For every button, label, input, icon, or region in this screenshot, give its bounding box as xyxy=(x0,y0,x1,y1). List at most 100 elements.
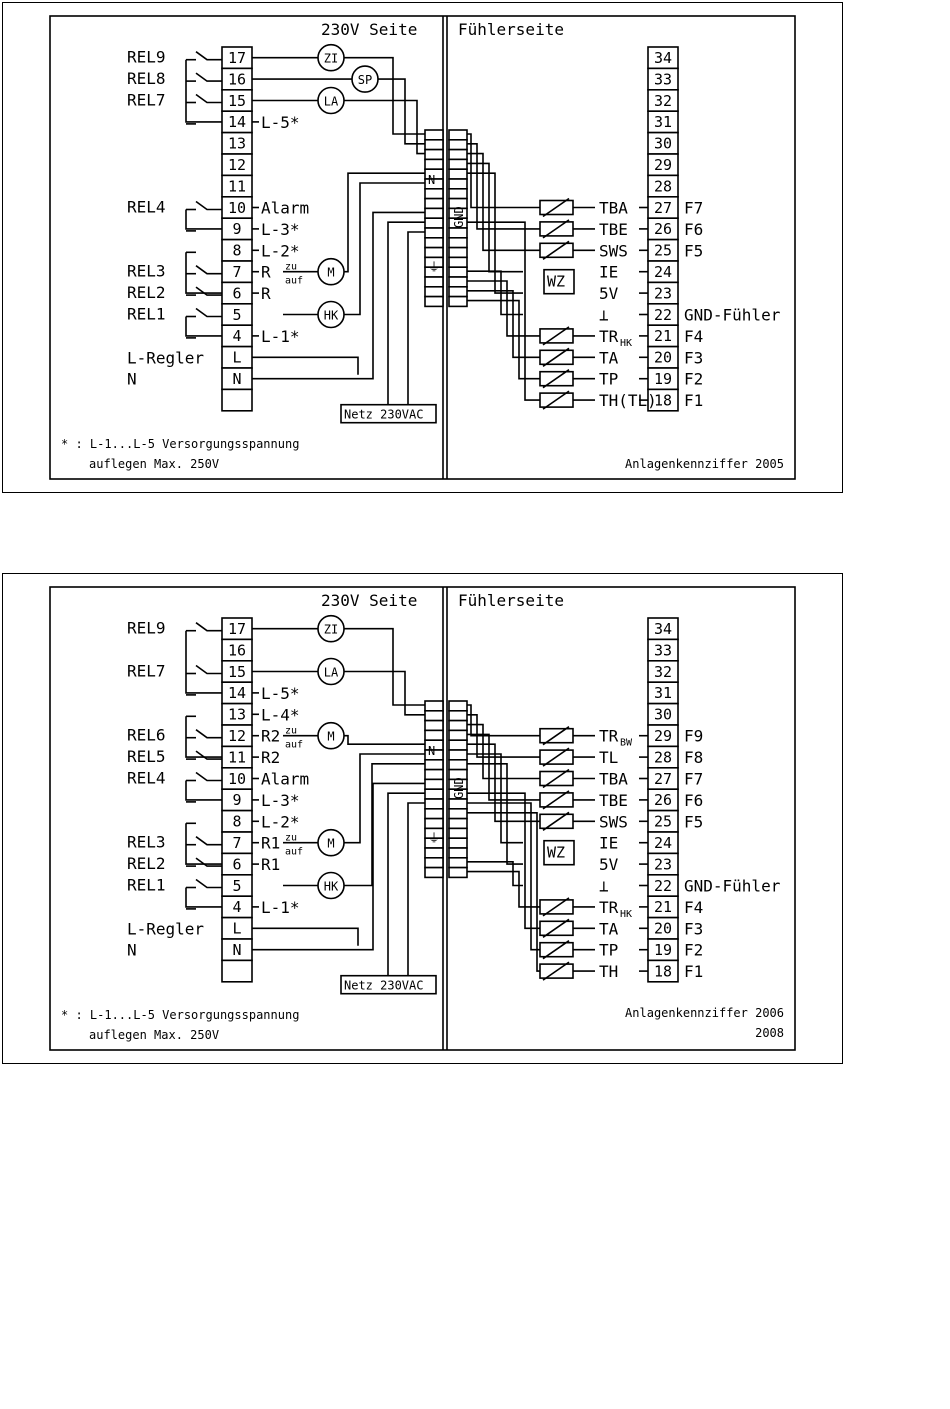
bus-cell xyxy=(424,197,444,210)
terminal-label: 16 xyxy=(228,641,246,659)
resistor-slash xyxy=(542,369,570,389)
bus-cell xyxy=(448,739,468,751)
header-230v: 230V Seite xyxy=(321,591,417,610)
terminal-label: 21 xyxy=(654,327,672,345)
terminal-label: 9 xyxy=(232,791,241,809)
mains-label: Netz 230VAC xyxy=(344,408,423,422)
terminal-label: 20 xyxy=(654,920,672,938)
terminal-label: 27 xyxy=(654,770,672,788)
terminal-annotation: L-4* xyxy=(261,705,300,724)
sensor-wire xyxy=(467,280,540,337)
sensor-wire xyxy=(467,792,540,930)
terminal-annotation: L-1* xyxy=(261,898,300,917)
sensor-wire xyxy=(467,714,540,758)
resistor-slash xyxy=(542,390,570,410)
terminal-annotation: L-2* xyxy=(261,812,300,831)
terminal-label: 17 xyxy=(228,620,246,638)
l-regler-label: L-Regler xyxy=(127,348,204,367)
terminal-label: 11 xyxy=(228,177,246,195)
bus-cell xyxy=(424,285,444,298)
relay-label: REL9 xyxy=(127,48,166,67)
resistor-slash xyxy=(542,897,570,917)
wz-label: WZ xyxy=(547,273,565,291)
bus-cell xyxy=(424,729,444,741)
system-code-2: 2008 xyxy=(755,1026,784,1040)
terminal-label: 8 xyxy=(232,242,241,260)
sensor-f-label: GND-Fühler xyxy=(684,877,781,896)
bus-cell xyxy=(448,256,468,268)
terminal-label: 10 xyxy=(228,770,246,788)
relay-switch xyxy=(195,286,222,296)
sensor-f-label: F1 xyxy=(684,391,703,410)
relay-common xyxy=(185,716,222,758)
relay-label: REL7 xyxy=(127,91,166,110)
sensor-label: TP xyxy=(599,370,618,389)
motor-label: HK xyxy=(324,880,339,894)
relay-label: REL4 xyxy=(127,769,166,788)
footnote: * : L-1...L-5 Versorgungsspannung xyxy=(61,437,299,451)
auf-label: auf xyxy=(285,847,303,858)
sensor-label: SWS xyxy=(599,812,628,831)
relay-switch xyxy=(195,664,222,675)
terminal-label: 9 xyxy=(232,220,241,238)
sensor-f-label: F4 xyxy=(684,327,703,346)
terminal-label: 26 xyxy=(654,791,672,809)
terminal-label: 5 xyxy=(232,306,241,324)
mains-n xyxy=(407,231,425,405)
terminal-label: 31 xyxy=(654,684,672,702)
zu-label: zu xyxy=(285,726,297,737)
terminal-annotation: Alarm xyxy=(261,199,309,218)
sensor-label: TA xyxy=(599,348,619,367)
mains-box xyxy=(340,974,437,995)
sensor-label: TBE xyxy=(599,220,628,239)
motor-label: M xyxy=(327,266,334,280)
mains-l xyxy=(387,221,425,405)
relay-switch xyxy=(195,307,222,318)
terminal-label: 15 xyxy=(228,92,246,110)
motor-label: HK xyxy=(324,309,339,323)
zu-label: zu xyxy=(285,262,297,273)
bus-cell xyxy=(424,788,444,800)
terminal-label: 4 xyxy=(232,327,241,345)
ground-symbol: ⏚ xyxy=(428,260,440,274)
terminal-label: 21 xyxy=(654,898,672,916)
relay-switch xyxy=(195,729,222,739)
relay-label: REL2 xyxy=(127,854,166,873)
relay-switch xyxy=(195,622,222,632)
terminal-label: 33 xyxy=(654,641,672,659)
terminal-label: 11 xyxy=(228,748,246,766)
sensor-wire xyxy=(467,133,540,209)
bus-cell xyxy=(424,768,444,781)
relay-common xyxy=(185,316,222,337)
motor-return xyxy=(344,734,425,745)
relay-label: REL1 xyxy=(127,305,166,324)
terminal-label: 32 xyxy=(654,92,672,110)
resistor-slash xyxy=(542,961,570,981)
terminal-label: 14 xyxy=(228,684,246,702)
bus-cell xyxy=(424,866,444,879)
n-wire xyxy=(252,211,425,380)
bus-cell xyxy=(424,719,444,732)
load-return xyxy=(378,78,425,145)
terminal-label: 33 xyxy=(654,70,672,88)
resistor-slash xyxy=(542,240,570,260)
bus-cell xyxy=(448,866,468,879)
bus-cell xyxy=(448,837,468,849)
sensor-f-label: F7 xyxy=(684,770,703,789)
resistor-slash xyxy=(542,747,570,767)
terminal-label: 24 xyxy=(654,834,672,852)
terminal-label: 31 xyxy=(654,113,672,131)
sensor-f-label: F2 xyxy=(684,941,703,960)
sensor-wire xyxy=(467,172,523,294)
sensor-label: IE xyxy=(599,263,618,282)
sensor-f-label: F9 xyxy=(684,727,703,746)
bus-cell xyxy=(424,798,444,810)
terminal-label: 16 xyxy=(228,70,246,88)
relay-label: REL4 xyxy=(127,198,166,217)
terminal-label: 23 xyxy=(654,855,672,873)
sensor-subscript: HK xyxy=(620,909,632,920)
zu-label: zu xyxy=(285,833,297,844)
load-label: LA xyxy=(324,95,339,109)
sensor-subscript: HK xyxy=(620,338,632,349)
bus-cell xyxy=(424,847,444,859)
